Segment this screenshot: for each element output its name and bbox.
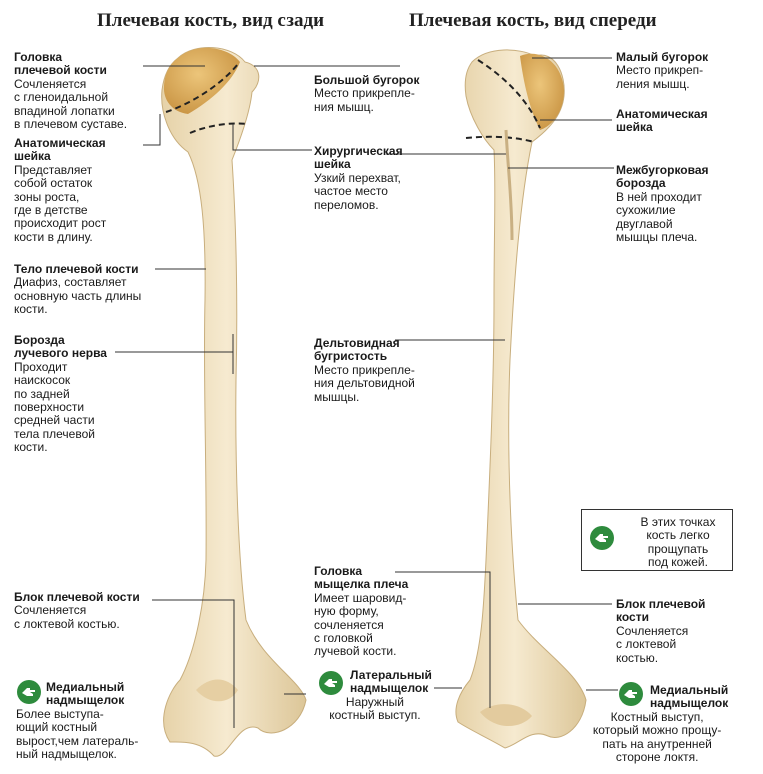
label-lesser-tub: Малый бугорок Место прикреп- ления мышц.: [616, 50, 709, 91]
label-shaft-desc: Диафиз, составляет основную часть длины …: [14, 275, 142, 317]
label-surgical-neck-desc: Узкий перехват, частое место переломов.: [314, 170, 401, 212]
label-surgical-neck: Хирургическая шейка Узкий перехват, част…: [314, 144, 403, 212]
label-capitulum-desc: Имеет шаровид- ную форму, сочленяется с …: [314, 590, 407, 659]
humerus-front-anat-neck-line: [477, 59, 541, 129]
humerus-back-body: [161, 47, 307, 757]
label-anat-neck-back: Анатомическая шейка Представляет собой о…: [14, 136, 107, 244]
label-medial-front: Медиальный надмыщелок Костный выступ, ко…: [593, 683, 729, 764]
tip-text: В этих точках кость легко прощупать под …: [640, 515, 716, 570]
label-anat-neck-back-desc: Представляет собой остаток зоны роста, г…: [14, 162, 107, 244]
label-radial-groove-title: Борозда лучевого нерва: [14, 333, 107, 361]
label-lateral-epi: Латеральный надмыщелок Наружный костный …: [329, 668, 432, 723]
label-radial-groove: Борозда лучевого нерва Проходит наискосо…: [14, 333, 107, 455]
label-shaft: Тело плечевой кости Диафиз, составляет о…: [14, 262, 142, 317]
label-deltoid-title: Дельтовидная бугристость: [314, 336, 400, 364]
leader-trochlea-back: [152, 599, 235, 728]
label-lateral-epi-title: Латеральный надмыщелок: [350, 668, 432, 696]
label-intertub-title: Межбугорковая борозда: [616, 163, 709, 191]
label-medial-front-desc: Костный выступ, который можно прощу- пат…: [592, 709, 722, 765]
leader-lines-front: [232, 57, 618, 708]
humerus-front-groove: [504, 129, 514, 241]
label-medial-back-desc: Более выступа- ющий костный вырост,чем л…: [16, 706, 139, 762]
label-intertub: Межбугорковая борозда В ней проходит сух…: [616, 163, 709, 245]
hand-palpation-icon: [17, 680, 41, 704]
title-front-view: Плечевая кость, вид спереди: [409, 10, 657, 31]
label-intertub-desc: В ней проходит сухожилие двуглавой мышцы…: [616, 189, 702, 245]
label-head: Головка плечевой кости Сочленяется с гле…: [14, 50, 128, 132]
label-deltoid-desc: Место прикрепле- ния дельтовидной мышцы.: [314, 362, 415, 404]
label-lateral-epi-desc: Наружный костный выступ.: [329, 694, 421, 723]
humerus-front-head: [520, 53, 564, 130]
hand-palpation-icon: [619, 682, 643, 706]
label-medial-back: Медиальный надмыщелок Более выступа- ющи…: [16, 680, 138, 761]
hand-palpation-icon: [590, 526, 614, 550]
humerus-back-anat-neck-line: [165, 63, 239, 113]
label-medial-front-title: Медиальный надмыщелок: [650, 683, 729, 711]
humerus-back-fossa: [196, 679, 238, 702]
leader-lines-back: [115, 65, 306, 728]
label-head-title: Головка плечевой кости: [14, 50, 107, 78]
label-medial-back-title: Медиальный надмыщелок: [46, 680, 125, 708]
label-anat-neck-front-title: Анатомическая шейка: [616, 107, 708, 135]
label-greater-tub-title: Большой бугорок: [314, 73, 420, 87]
humerus-back-surgical-neck-line: [189, 122, 249, 134]
humerus-back-head: [163, 47, 240, 114]
humerus-front-surgical-neck-line: [465, 135, 535, 143]
label-greater-tub-desc: Место прикрепле- ния мышц.: [314, 86, 415, 114]
leader-anat-neck-back: [143, 114, 161, 146]
title-back-view: Плечевая кость, вид сзади: [97, 10, 325, 31]
label-capitulum-title: Головка мыщелка плеча: [314, 564, 409, 592]
label-trochlea-front-desc: Сочленяется с локтевой костью.: [616, 623, 689, 665]
label-greater-tub: Большой бугорок Место прикрепле- ния мыш…: [314, 73, 420, 114]
humerus-front: [455, 49, 587, 749]
label-deltoid: Дельтовидная бугристость Место прикрепле…: [314, 336, 415, 404]
label-shaft-title: Тело плечевой кости: [14, 262, 139, 276]
leader-surgical-neck: [232, 124, 506, 155]
tip-box: В этих точках кость легко прощупать под …: [581, 509, 733, 571]
label-radial-groove-desc: Проходит наискосок по задней поверхности…: [14, 359, 95, 455]
label-lesser-tub-title: Малый бугорок: [616, 50, 709, 64]
label-surgical-neck-title: Хирургическая шейка: [314, 144, 403, 172]
label-head-desc: Сочленяется с гленоидальной впадиной лоп…: [14, 76, 128, 132]
leader-radial-groove: [115, 334, 234, 374]
label-trochlea-front-title: Блок плечевой кости: [616, 597, 706, 625]
leader-capitulum: [395, 571, 491, 708]
hand-palpation-icon: [319, 671, 343, 695]
label-anat-neck-front: Анатомическая шейка: [616, 107, 708, 135]
label-lesser-tub-desc: Место прикреп- ления мышц.: [616, 63, 704, 91]
label-trochlea-front: Блок плечевой кости Сочленяется с локтев…: [616, 597, 706, 665]
label-trochlea-back: Блок плечевой кости Сочленяется с локтев…: [14, 590, 140, 631]
label-trochlea-back-title: Блок плечевой кости: [14, 590, 140, 604]
humerus-front-condyle: [480, 704, 532, 727]
label-anat-neck-back-title: Анатомическая шейка: [14, 136, 106, 164]
humerus-back: [161, 47, 307, 757]
humerus-front-body: [455, 49, 587, 749]
label-capitulum: Головка мыщелка плеча Имеет шаровид- ную…: [314, 564, 409, 659]
label-trochlea-back-desc: Сочленяется с локтевой костью.: [14, 603, 120, 631]
